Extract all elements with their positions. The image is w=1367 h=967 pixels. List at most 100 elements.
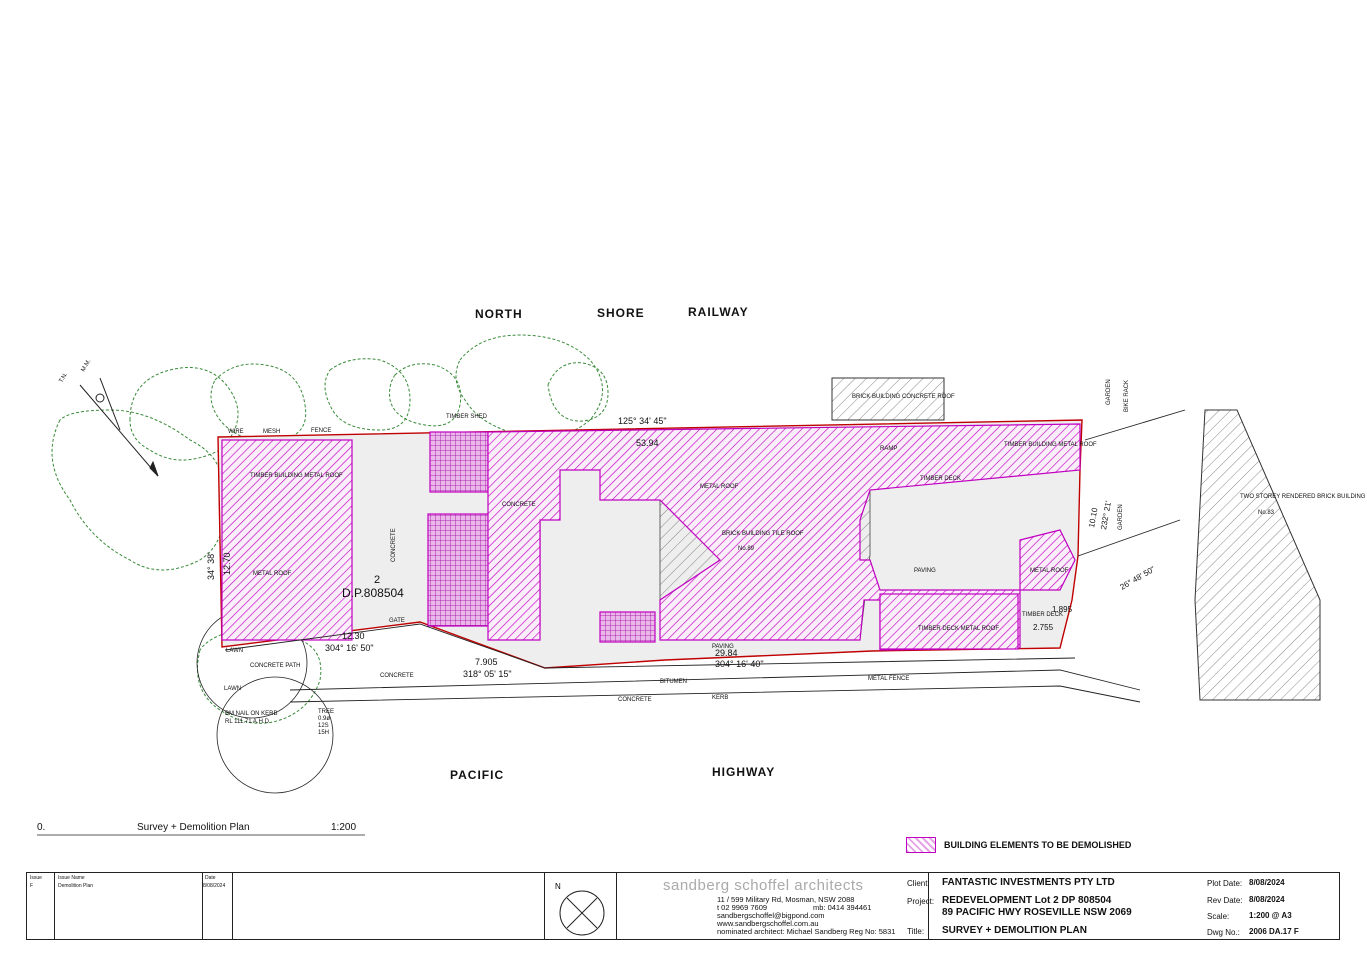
road-north-3: RAILWAY xyxy=(688,305,749,319)
legend-text: BUILDING ELEMENTS TO BE DEMOLISHED xyxy=(944,840,1132,850)
label-lawn-top: LAWN xyxy=(226,648,243,654)
bearing-north: 125° 34' 45" xyxy=(618,416,667,426)
issue-name-value: Demolition Plan xyxy=(58,883,94,889)
bearing-south-1: 304° 16' 50" xyxy=(325,643,374,653)
label-kerb: KERB xyxy=(712,695,728,701)
project-line-1: REDEVELOPMENT Lot 2 DP 808504 xyxy=(942,895,1112,906)
tn-label: T.N. xyxy=(59,371,70,384)
dist-south-2: 7.905 xyxy=(475,657,498,667)
plot-value: 8/08/2024 xyxy=(1249,878,1285,887)
label-bm-rl: RL 111.71 A.H.D xyxy=(225,719,270,725)
label-metal-roof-west: METAL ROOF xyxy=(253,571,292,577)
label-tree: TREE xyxy=(318,709,334,715)
project-line-2: 89 PACIFIC HWY ROSEVILLE NSW 2069 xyxy=(942,907,1132,918)
rev-label: Rev Date: xyxy=(1207,896,1243,905)
client-value: FANTASTIC INVESTMENTS PTY LTD xyxy=(942,877,1115,888)
firm-address: 11 / 599 Military Rd, Mosman, NSW 2088 xyxy=(717,895,855,904)
dist-south-1: 12.30 xyxy=(342,631,365,641)
label-concrete-path: CONCRETE PATH xyxy=(250,663,300,669)
date-col: Date 8/08/2024 xyxy=(203,873,233,939)
north-arrow xyxy=(79,377,159,477)
demolish-shed xyxy=(429,431,489,493)
label-wire: WIRE xyxy=(228,429,244,435)
dist-east: 10.10 xyxy=(1087,507,1099,529)
label-timber-deck-metal: TIMBER DECK METAL ROOF xyxy=(918,626,999,632)
mm-label: M.M. xyxy=(81,358,93,373)
dist-south-3: 29.84 xyxy=(715,648,738,658)
label-concrete-mid: CONCRETE xyxy=(502,502,536,508)
dwg-value: 2006 DA.17 F xyxy=(1249,927,1299,936)
bearing-east: 232° 21' xyxy=(1099,500,1113,531)
dp-number: D.P.808504 xyxy=(342,586,404,600)
label-tree-s: 12S xyxy=(318,723,329,729)
scale-value: 1:200 @ A3 xyxy=(1249,911,1292,920)
issue-value: F xyxy=(30,883,34,889)
title-block: Issue F Issue Name Demolition Plan Date … xyxy=(26,872,1340,940)
label-ramp: RAMP xyxy=(880,446,897,452)
no83-building xyxy=(1194,409,1321,701)
tree-canopy xyxy=(547,362,609,422)
issue-header: Issue xyxy=(30,875,42,881)
drawing-title: Survey + Demolition Plan xyxy=(137,822,250,833)
tree-canopy xyxy=(129,367,239,461)
firm-tel: t 02 9969 7609 xyxy=(717,903,768,912)
label-gate: GATE xyxy=(389,618,405,624)
drawing-number: 0. xyxy=(37,822,46,833)
bearing-west: 34° 38' xyxy=(206,552,216,580)
drawing-scale: 1:200 xyxy=(331,822,357,833)
label-concrete-road: CONCRETE xyxy=(618,697,652,703)
label-two-storey: TWO STOREY RENDERED BRICK BUILDING xyxy=(1240,494,1366,500)
label-timber-shed: TIMBER SHED xyxy=(446,414,488,420)
label-garden: GARDEN xyxy=(1118,504,1124,530)
project-label: Project: xyxy=(907,897,935,906)
demolish-metal-roof-east xyxy=(1019,529,1076,591)
demolish-timber-deck xyxy=(879,593,1019,650)
label-metal-roof-mid: METAL ROOF xyxy=(700,484,739,490)
tree-canopy xyxy=(455,334,603,439)
label-bike-rack: BIKE RACK xyxy=(1124,380,1130,412)
road-lines xyxy=(224,409,1186,703)
road-south-2: HIGHWAY xyxy=(712,765,775,779)
label-tree-h: 15H xyxy=(318,730,329,736)
label-no89: No.89 xyxy=(738,546,755,552)
label-garden-north: GARDEN xyxy=(1106,379,1112,405)
road-north-1: NORTH xyxy=(475,307,523,321)
north-point-cell: N xyxy=(545,873,617,939)
firm-email: sandbergschoffel@bigpond.com xyxy=(717,911,825,920)
label-lawn: LAWN xyxy=(224,686,241,692)
label-metal-fence: METAL FENCE xyxy=(868,676,909,682)
client-label: Client: xyxy=(907,879,930,888)
scale-label: Scale: xyxy=(1207,912,1230,921)
label-paving-south: PAVING xyxy=(712,644,734,650)
tree-canopy xyxy=(51,409,223,571)
firm-nominated: nominated architect: Michael Sandberg Re… xyxy=(717,927,896,936)
date-value: 8/08/2024 xyxy=(203,883,226,889)
lot-number: 2 xyxy=(374,574,380,586)
label-brick-tile: BRICK BUILDING TILE ROOF xyxy=(722,531,804,537)
demolition-areas xyxy=(221,423,1081,651)
legend: BUILDING ELEMENTS TO BE DEMOLISHED xyxy=(906,837,1131,853)
title-value: SURVEY + DEMOLITION PLAN xyxy=(942,925,1087,936)
demolish-timber-building-west xyxy=(221,439,353,641)
label-bm-nail: BM NAIL ON KERB xyxy=(225,711,277,717)
label-brick-concrete: BRICK BUILDING CONCRETE ROOF xyxy=(852,394,955,400)
tree-canopy xyxy=(389,363,462,427)
label-fence: FENCE xyxy=(311,428,331,434)
dist-se2: 2.755 xyxy=(1033,623,1054,632)
bearing-south-2: 318° 05' 15" xyxy=(463,669,512,679)
label-concrete-road2: CONCRETE xyxy=(380,673,414,679)
dist-west: 12.70 xyxy=(222,552,232,575)
plot-label: Plot Date: xyxy=(1207,879,1243,888)
blank-col xyxy=(233,873,545,939)
firm-cell: sandberg schoffel architects 11 / 599 Mi… xyxy=(617,873,929,939)
dist-se: 1.895 xyxy=(1052,605,1073,614)
north-point-icon: N xyxy=(555,882,605,936)
tree-canopy xyxy=(324,358,411,431)
demolish-grid-small xyxy=(599,611,656,643)
brick-building-concrete-roof xyxy=(831,377,945,421)
label-timber-deck-south: TIMBER DECK xyxy=(1022,612,1063,618)
road-north-2: SHORE xyxy=(597,306,645,320)
label-metal-roof-east: METAL ROOF xyxy=(1030,568,1069,574)
demolish-swatch xyxy=(906,837,936,853)
label-tree-d: 0.9ø xyxy=(318,716,330,722)
